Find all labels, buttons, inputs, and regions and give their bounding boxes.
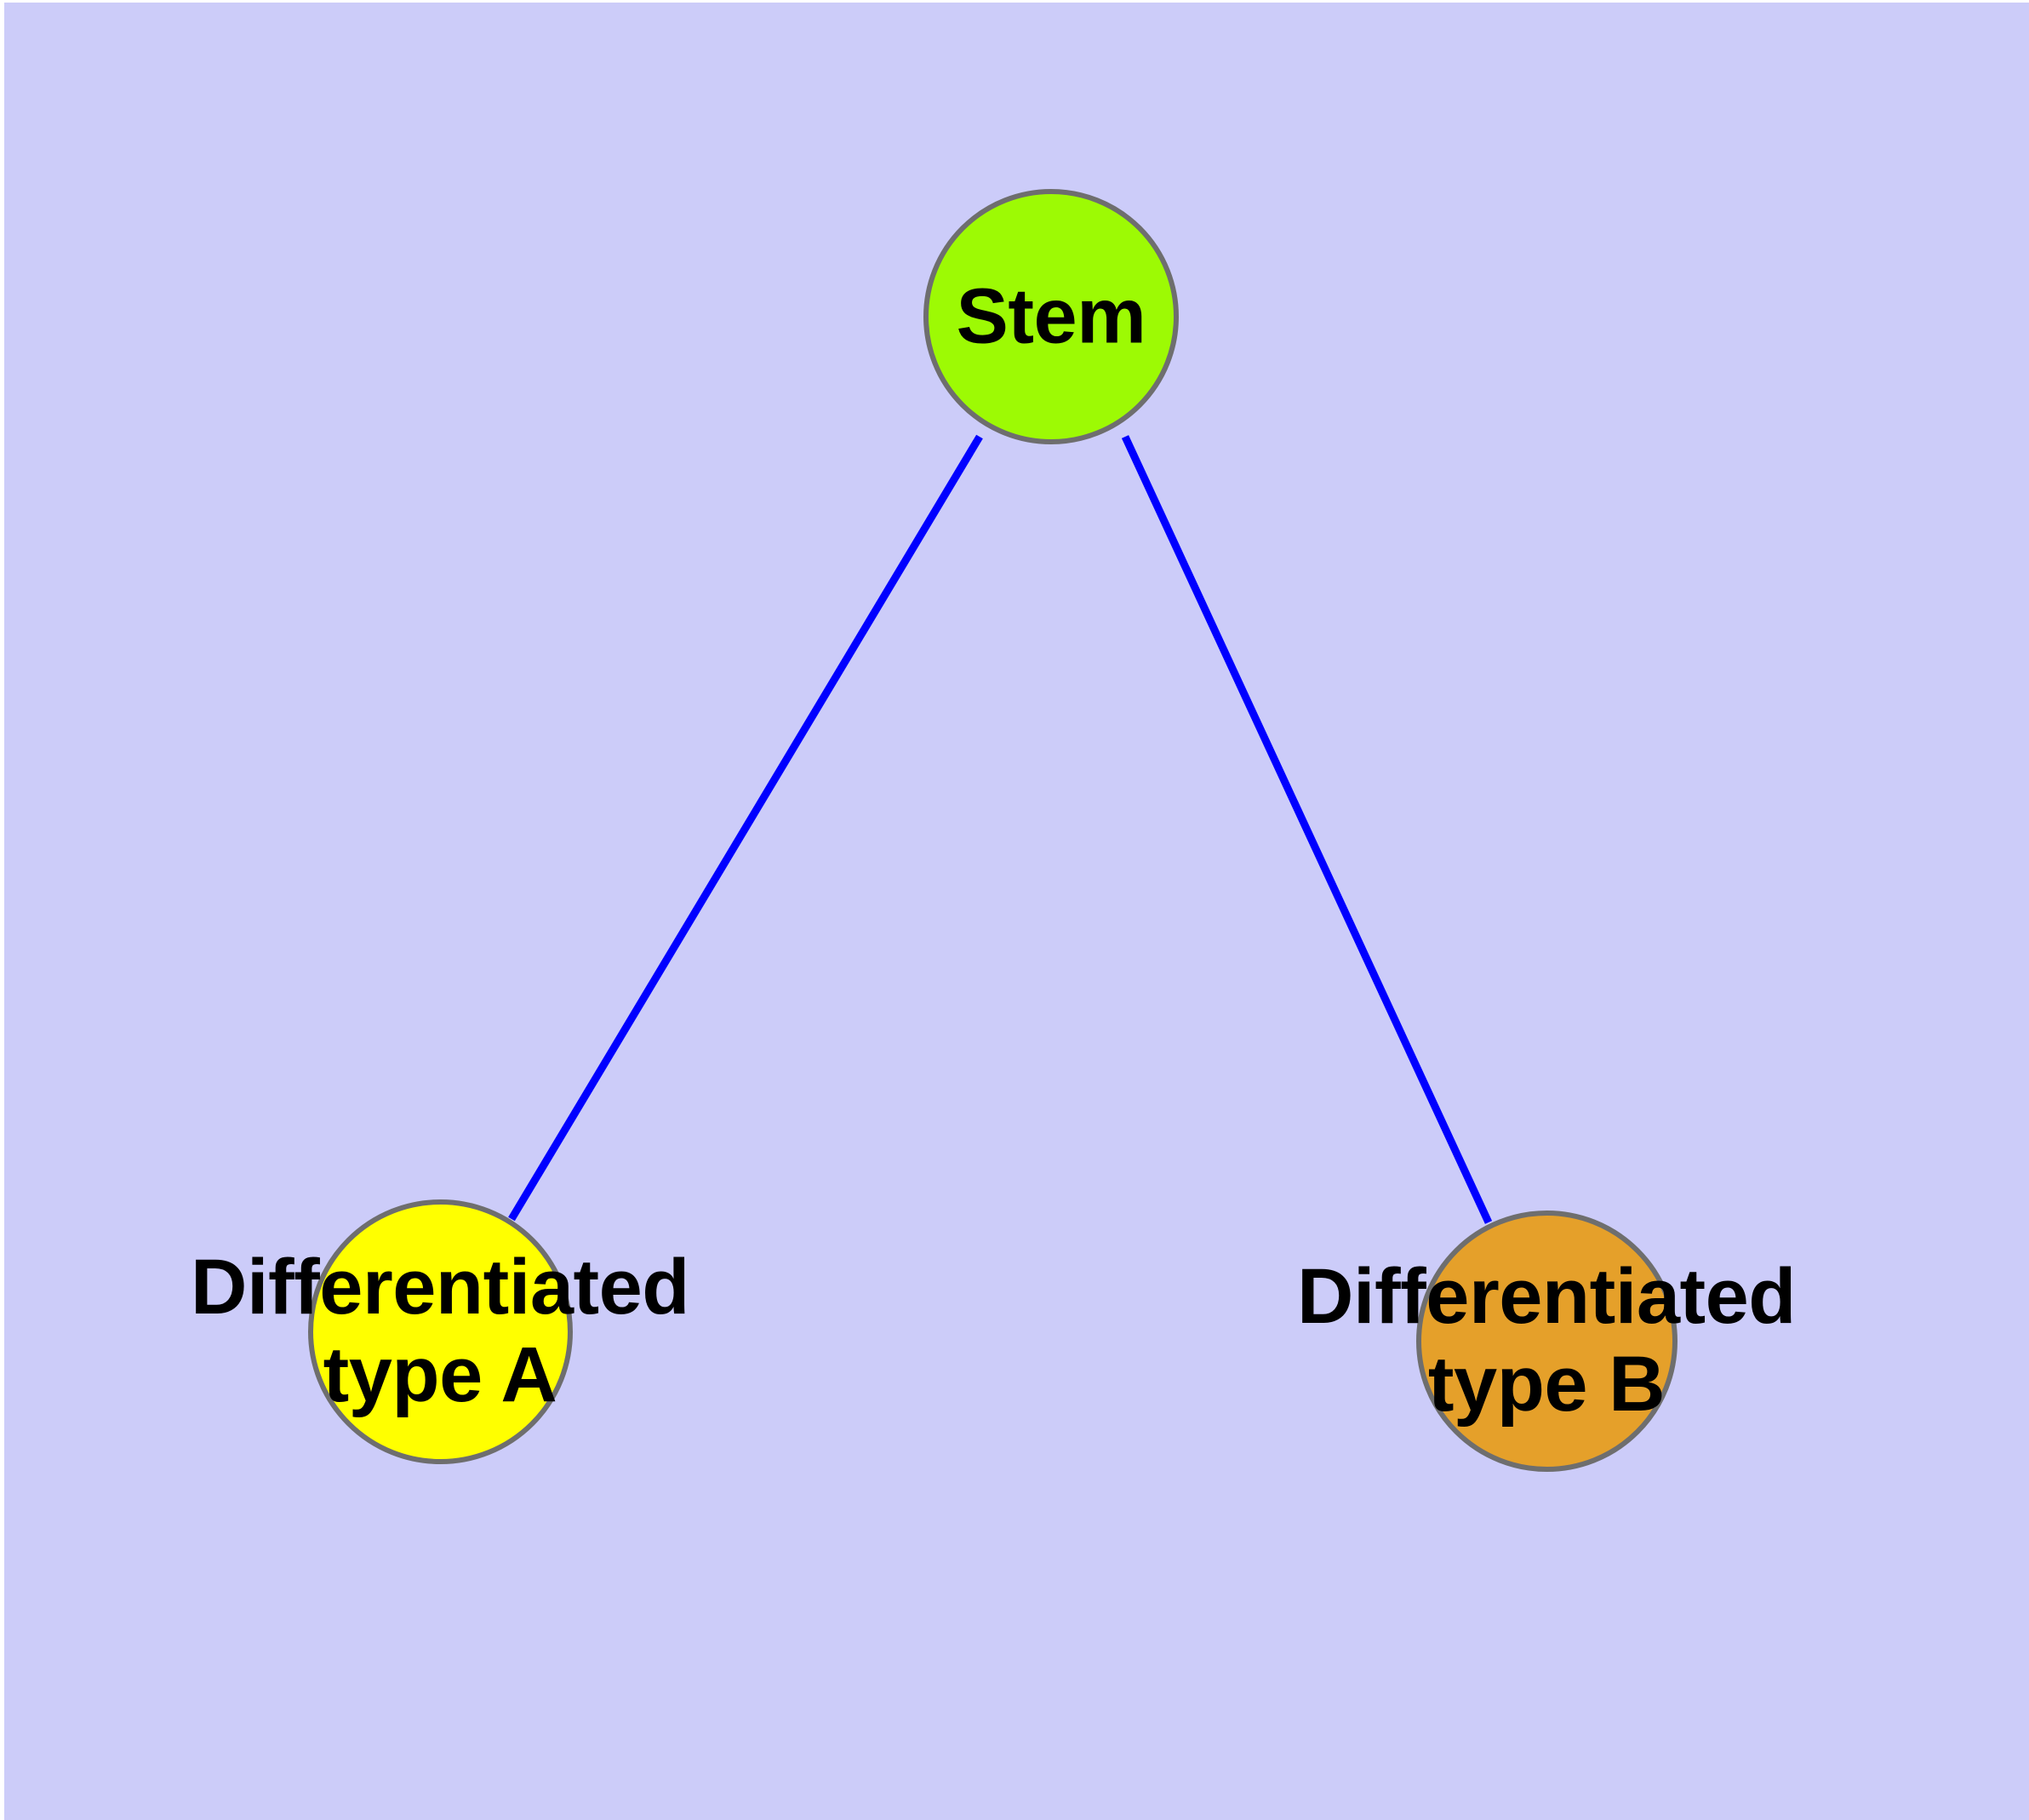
node-stem[interactable] — [923, 189, 1179, 444]
edge-stem-to-diff-a — [508, 434, 983, 1222]
edge-stem-to-diff-b — [1121, 435, 1493, 1224]
node-differentiated-type-b[interactable] — [1416, 1210, 1677, 1472]
node-differentiated-type-a[interactable] — [308, 1199, 573, 1464]
